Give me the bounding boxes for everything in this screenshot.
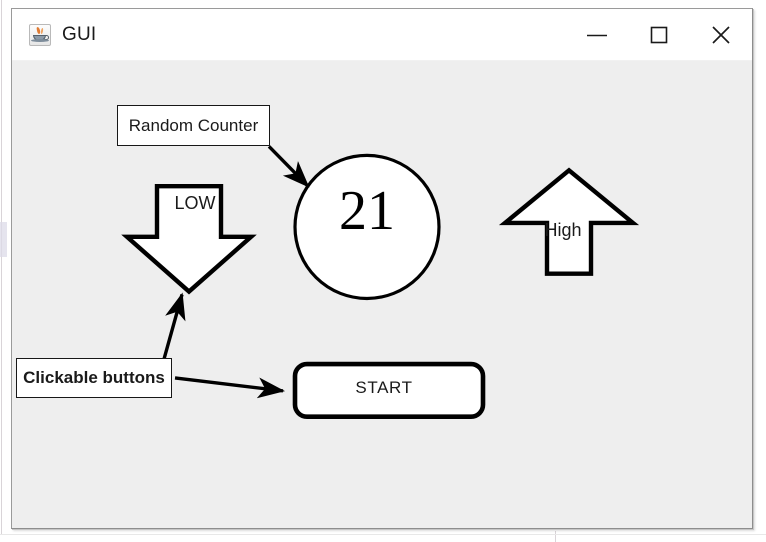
minimize-button[interactable]	[566, 9, 628, 60]
background-patch-left	[0, 222, 7, 257]
background-line-bottom-center	[555, 531, 556, 542]
window-title: GUI	[62, 23, 97, 45]
maximize-button[interactable]	[628, 9, 690, 60]
close-icon	[712, 25, 730, 44]
annotation-random-counter: Random Counter	[117, 105, 270, 146]
connector-clickable-to-start	[174, 376, 286, 399]
application-window: GUI	[11, 8, 753, 529]
low-button-shape[interactable]	[121, 184, 257, 295]
minimize-icon	[587, 34, 607, 36]
annotation-clickable-buttons: Clickable buttons	[16, 358, 172, 398]
java-icon-steam-secondary	[40, 27, 44, 34]
title-bar[interactable]: GUI	[12, 9, 752, 61]
maximize-icon	[650, 26, 668, 43]
java-coffee-cup-icon	[29, 23, 51, 46]
counter-circle	[293, 153, 441, 301]
window-content-area: Random Counter Clickable buttons 21 LOW …	[12, 61, 752, 528]
start-button-shape[interactable]	[292, 361, 486, 420]
start-button-label[interactable]: START	[355, 378, 413, 397]
high-button-shape[interactable]	[498, 167, 640, 276]
diagram-canvas	[121, 145, 640, 420]
background-line-bottom	[0, 534, 766, 535]
connector-random-counter-to-circle	[267, 145, 310, 188]
low-button-label[interactable]: LOW	[174, 193, 216, 213]
counter-value: 21	[339, 180, 395, 242]
window-controls	[566, 9, 752, 60]
titlebar-left-group: GUI	[12, 23, 97, 46]
high-button-label[interactable]: High	[544, 220, 582, 240]
background-line-left	[1, 0, 2, 534]
java-icon-saucer	[31, 38, 49, 42]
connector-clickable-to-low	[162, 292, 186, 360]
close-button[interactable]	[690, 9, 752, 60]
